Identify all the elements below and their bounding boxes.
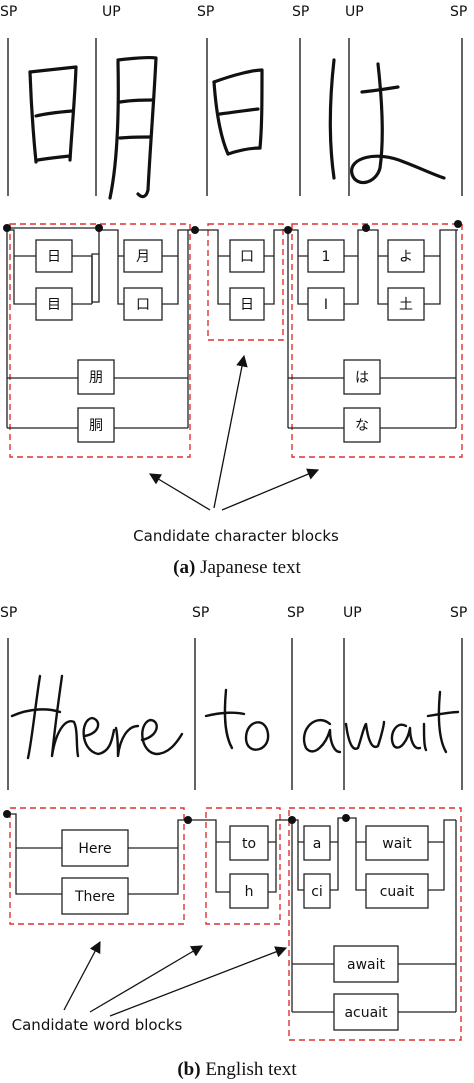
annotation-label: Candidate word blocks xyxy=(12,1016,183,1034)
jp-seg-label-sp: SP xyxy=(292,4,309,20)
annotation-arrow xyxy=(221,468,320,511)
candidate-block-frame xyxy=(207,223,284,341)
jp-seg-label-up: UP xyxy=(345,4,364,20)
en-seg-label-sp: SP xyxy=(450,605,467,621)
candidate-block-frame xyxy=(291,223,463,458)
candidate-word: There xyxy=(74,889,115,905)
annotation-arrow xyxy=(89,945,204,1013)
candidate-char-box xyxy=(307,287,345,321)
jp-seg-label-sp: SP xyxy=(0,4,17,20)
lattice-node xyxy=(3,224,11,232)
candidate-word: await xyxy=(347,957,385,973)
jp-lattice-block-1 xyxy=(6,227,189,429)
candidate-char: 月 xyxy=(136,249,150,265)
candidate-word-box xyxy=(61,877,129,915)
candidate-word: ci xyxy=(311,884,323,900)
en-lattice-block-3 xyxy=(291,817,457,1013)
candidate-char-box xyxy=(35,239,73,273)
lattice-node xyxy=(184,816,192,824)
en-seg-label-sp: SP xyxy=(0,605,17,621)
candidate-char-box xyxy=(229,287,265,321)
candidate-char: よ xyxy=(399,249,413,265)
candidate-word-box xyxy=(229,873,269,909)
en-seg-label-sp: SP xyxy=(192,605,209,621)
japanese-panel: SP UP SP SP UP SP xyxy=(0,4,467,578)
candidate-word: wait xyxy=(382,836,412,852)
handwritten-japanese-ink xyxy=(28,56,446,200)
lattice-node xyxy=(454,220,462,228)
candidate-word-box xyxy=(303,873,331,909)
candidate-word-box xyxy=(229,825,269,861)
candidate-char: 口 xyxy=(136,297,150,313)
candidate-char: I xyxy=(324,297,328,313)
candidate-word: Here xyxy=(78,841,111,857)
candidate-char-box xyxy=(387,239,425,273)
candidate-char: 朋 xyxy=(89,370,103,386)
candidate-char: 日 xyxy=(47,249,61,265)
lattice-node xyxy=(362,224,370,232)
candidate-word: acuait xyxy=(344,1005,388,1021)
candidate-word-box xyxy=(61,829,129,867)
candidate-word: a xyxy=(313,836,322,852)
en-seg-label-up: UP xyxy=(343,605,362,621)
english-panel: SP SP SP UP SP xyxy=(0,605,467,1080)
candidate-word: cuait xyxy=(380,884,415,900)
en-seg-label-sp: SP xyxy=(287,605,304,621)
candidate-word: h xyxy=(245,884,254,900)
candidate-block-frame xyxy=(9,807,185,925)
annotation-arrow xyxy=(109,946,288,1017)
annotation-arrow xyxy=(213,354,248,509)
candidate-word-box xyxy=(365,825,429,861)
candidate-char: は xyxy=(355,370,369,386)
candidate-char: 1 xyxy=(322,249,331,265)
annotation-label: Candidate character blocks xyxy=(133,527,339,545)
jp-lattice-block-2 xyxy=(188,229,288,305)
candidate-char: 胴 xyxy=(89,418,103,434)
candidate-char: 日 xyxy=(240,297,254,313)
candidate-char-box xyxy=(123,287,163,321)
candidate-char: 目 xyxy=(47,297,61,313)
annotation-arrow xyxy=(148,473,211,511)
candidate-char-box xyxy=(387,287,425,321)
candidate-block-frame xyxy=(205,807,281,925)
candidate-char: 口 xyxy=(240,249,254,265)
candidate-block-frame xyxy=(9,223,191,458)
jp-seg-label-up: UP xyxy=(102,4,121,20)
candidate-char-box xyxy=(343,359,381,395)
jp-seg-label-sp: SP xyxy=(197,4,214,20)
lattice-node xyxy=(95,224,103,232)
candidate-char-box xyxy=(307,239,345,273)
lattice-node xyxy=(191,226,199,234)
candidate-char-box xyxy=(77,359,115,395)
candidate-block-frame xyxy=(288,807,462,1041)
lattice-node xyxy=(284,226,292,234)
candidate-char-box xyxy=(229,239,265,273)
caption-a: (a) Japanese text xyxy=(173,557,301,578)
candidate-char: な xyxy=(355,418,369,434)
lattice-node xyxy=(3,810,11,818)
candidate-word-box xyxy=(333,993,399,1031)
lattice-node xyxy=(288,816,296,824)
handwritten-english-ink xyxy=(10,674,460,760)
candidate-char-box xyxy=(77,407,115,443)
candidate-char-box xyxy=(343,407,381,443)
en-lattice-block-2 xyxy=(188,819,292,893)
candidate-word-box xyxy=(365,873,429,909)
caption-b: (b) English text xyxy=(177,1059,297,1080)
lattice-node xyxy=(342,814,350,822)
candidate-char: 土 xyxy=(399,297,413,313)
jp-seg-label-sp: SP xyxy=(450,4,467,20)
candidate-word-box xyxy=(303,825,331,861)
candidate-char-box xyxy=(35,287,73,321)
annotation-arrow xyxy=(63,940,101,1011)
jp-lattice-block-3 xyxy=(287,229,458,429)
candidate-char-box xyxy=(123,239,163,273)
candidate-word-box xyxy=(333,945,399,983)
candidate-word: to xyxy=(242,836,256,852)
